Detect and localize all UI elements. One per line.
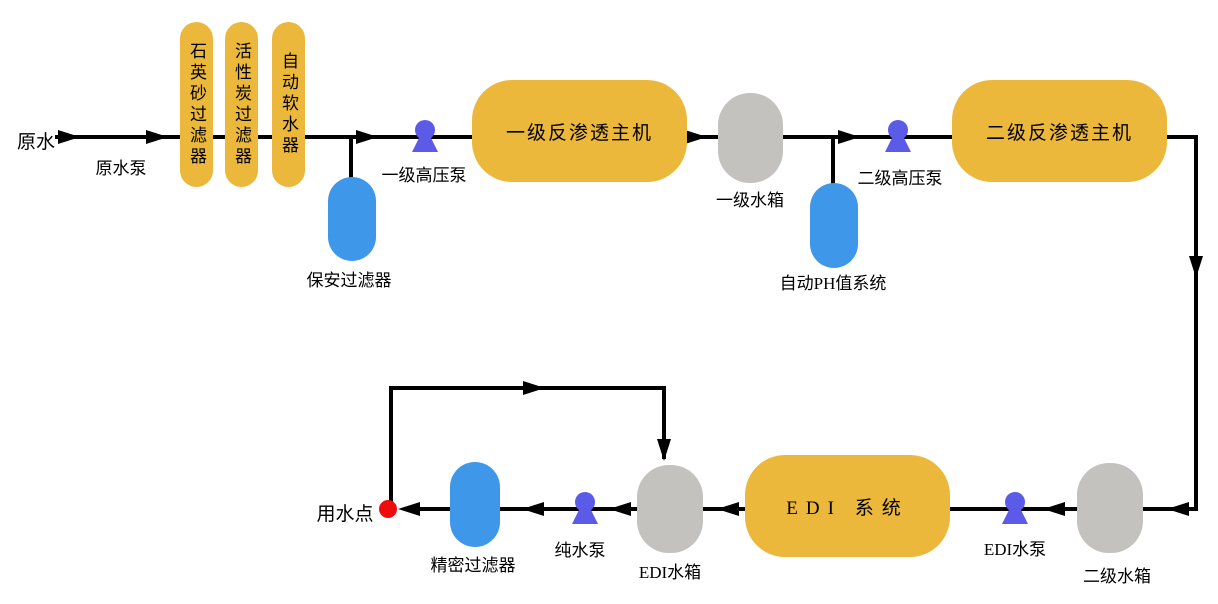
arrowhead-icon <box>58 130 80 144</box>
raw-water-label: 原水 <box>16 132 56 153</box>
edi-pump-label: EDI水泵 <box>983 540 1047 559</box>
stage1-tank-shape <box>718 93 783 183</box>
ph-system-label: 自动PH值系统 <box>779 274 887 293</box>
pure-water-pump-label: 纯水泵 <box>554 541 606 560</box>
arrowhead-icon <box>609 502 631 516</box>
auto-softener-shape: 自动软水器 <box>272 22 305 187</box>
stage1-ro-unit: 一级反渗透主机 <box>472 80 687 182</box>
arrowhead-icon <box>657 439 671 461</box>
raw-water-pump-label: 原水泵 <box>95 159 147 178</box>
arrowhead-icon <box>1167 502 1189 516</box>
carbon-filter-label: 活性炭过滤器 <box>232 41 251 168</box>
quartz-sand-filter-label: 石英砂过滤器 <box>187 41 206 168</box>
stage2-hp-pump-label: 二级高压泵 <box>857 169 943 188</box>
ph-system-shape <box>810 183 858 268</box>
arrowhead-icon <box>522 502 544 516</box>
recirculation-loop-line <box>389 386 666 503</box>
edi-system-label: EDI 系统 <box>786 497 909 519</box>
stage2-ro-unit: 二级反渗透主机 <box>952 80 1167 182</box>
arrowhead-icon <box>717 502 739 516</box>
arrowhead-icon <box>1043 502 1065 516</box>
pump-icon <box>572 492 598 524</box>
arrowhead-icon <box>838 130 860 144</box>
pump-icon <box>885 120 911 152</box>
pump-icon <box>1002 492 1028 524</box>
security-filter-shape <box>328 177 376 261</box>
arrowhead-icon <box>146 130 168 144</box>
pump-icon <box>412 120 438 152</box>
edi-tank-label: EDI水箱 <box>638 563 702 582</box>
stage2-tank-label: 二级水箱 <box>1083 567 1151 586</box>
stage1-hp-pump-label: 一级高压泵 <box>381 166 467 185</box>
arrowhead-icon <box>1189 256 1203 278</box>
precision-filter-shape <box>450 462 500 547</box>
security-filter-label: 保安过滤器 <box>306 271 392 290</box>
carbon-filter-shape: 活性炭过滤器 <box>225 22 258 187</box>
red-dot-icon <box>379 500 397 518</box>
edi-tank-shape <box>637 465 703 553</box>
edi-system-unit: EDI 系统 <box>745 455 950 557</box>
stage1-ro-label: 一级反渗透主机 <box>505 122 653 144</box>
arrowhead-icon <box>523 381 545 395</box>
arrowhead-icon <box>356 130 378 144</box>
arrowhead-icon <box>398 502 420 516</box>
stage2-tank-shape <box>1077 463 1143 553</box>
stage1-tank-label: 一级水箱 <box>716 191 784 210</box>
arrowhead-icon <box>685 130 707 144</box>
stage2-ro-label: 二级反渗透主机 <box>985 122 1133 144</box>
auto-softener-label: 自动软水器 <box>279 52 298 157</box>
precision-filter-label: 精密过滤器 <box>430 556 516 575</box>
flow-line-ro2-to-edi <box>948 135 1198 511</box>
water-use-point-label: 用水点 <box>316 504 374 525</box>
quartz-sand-filter-shape: 石英砂过滤器 <box>180 22 213 187</box>
